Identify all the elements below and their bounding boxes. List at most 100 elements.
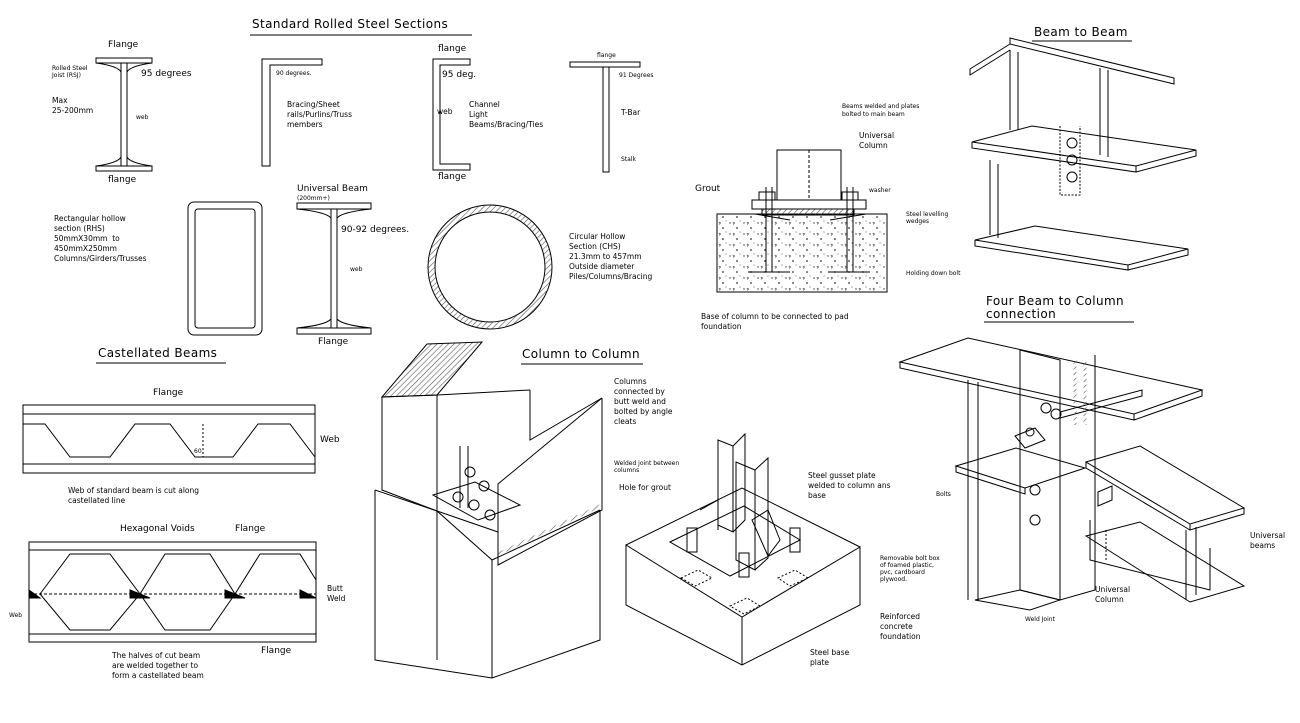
angle-use-2: rails/Purlins/Truss xyxy=(287,110,352,119)
ctc-n1: Columns xyxy=(614,377,647,386)
rhs-l4: 450mmX250mm xyxy=(54,244,117,253)
channel-web: web xyxy=(437,107,453,116)
angle-section xyxy=(262,59,322,166)
chs-l2: Section (CHS) xyxy=(569,242,621,251)
castellated-top-drawing xyxy=(23,405,315,473)
channel-section xyxy=(433,59,470,170)
gb-rc-3: foundation xyxy=(880,632,921,641)
heading-column-to-column: Column to Column xyxy=(522,347,640,361)
cast-top-flange: Flange xyxy=(153,388,184,398)
cast-bot-voids: Hexagonal Voids xyxy=(120,524,195,534)
channel-flange-top: flange xyxy=(438,44,467,54)
ub-name-2: (200mm+) xyxy=(297,195,330,202)
gb-hole: Hole for grout xyxy=(619,483,671,492)
gb-rc-1: Reinforced xyxy=(880,612,920,621)
ub-angle: 90-92 degrees. xyxy=(341,225,410,235)
heading-four-beam-2: connection xyxy=(986,307,1057,321)
chs-l1: Circular Hollow xyxy=(569,232,626,241)
cast-bot-cap-1: The halves of cut beam xyxy=(112,651,201,660)
universal-beam-section xyxy=(297,203,371,334)
rhs-l5: Columns/Girders/Trusses xyxy=(54,254,147,263)
gb-welded-1: Welded joint between xyxy=(614,460,680,467)
channel-angle: 95 deg. xyxy=(442,70,477,80)
gb-rc-2: concrete xyxy=(880,622,913,631)
tbar-section xyxy=(570,62,640,172)
rsj-flange-bottom: flange xyxy=(108,175,137,185)
bp-cap-2: foundation xyxy=(701,322,742,331)
fb-ub-2: beams xyxy=(1250,541,1276,550)
channel-flange-bottom: flange xyxy=(438,172,467,182)
cast-bot-butt-2: Weld xyxy=(327,594,346,603)
gb-gusset-1: Steel gusset plate xyxy=(808,471,876,480)
heading-four-beam: Four Beam to Column xyxy=(986,294,1125,308)
ub-flange: Flange xyxy=(318,337,349,347)
fb-bolts: Bolts xyxy=(936,491,951,498)
heading-beam-to-beam: Beam to Beam xyxy=(1034,25,1128,39)
rhs-l2: section (RHS) xyxy=(54,224,105,233)
tbar-flange: flange xyxy=(597,52,616,59)
gb-box-3: pvc, cardboard xyxy=(880,569,925,576)
tbar-stalk: Stalk xyxy=(621,156,636,163)
cast-bot-cap-2: are welded together to xyxy=(112,661,199,670)
column-to-column-drawing xyxy=(375,342,602,678)
fb-ub-1: Universal xyxy=(1250,531,1286,540)
rhs-l3: 50mmX30mm to xyxy=(54,234,120,243)
ctc-n4: bolted by angle xyxy=(614,407,673,416)
rsj-flange-top: Flange xyxy=(108,40,139,50)
gusset-base-drawing xyxy=(626,434,860,665)
angle-degrees: 90 degrees. xyxy=(276,70,312,77)
heading-underlines xyxy=(96,35,1134,364)
ctc-n3: butt weld and xyxy=(614,397,666,406)
rhs-section xyxy=(188,202,262,335)
chs-l5: Piles/Columns/Bracing xyxy=(569,272,653,281)
gb-plate-1: Steel base xyxy=(810,648,850,657)
ub-web: web xyxy=(350,266,363,273)
cast-top-cap-2: castellated line xyxy=(68,496,126,505)
rsj-angle: 95 degrees xyxy=(141,69,192,79)
bp-washer: washer xyxy=(869,187,891,194)
gb-gusset-3: base xyxy=(808,491,826,500)
gb-box-2: of foamed plastic, xyxy=(880,562,934,569)
fb-uc-1: Universal xyxy=(1095,585,1131,594)
bp-uc-2: Column xyxy=(859,141,888,150)
base-plate-detail xyxy=(717,150,887,292)
btb-note-2: bolted to main beam xyxy=(842,111,905,118)
bp-uc-1: Universal xyxy=(859,131,895,140)
cast-top-web: Web xyxy=(320,435,340,445)
rhs-l1: Rectangular hollow xyxy=(54,214,126,223)
ub-name-1: Universal Beam xyxy=(297,184,368,194)
tbar-angle: 91 Degrees xyxy=(619,72,654,79)
angle-use-1: Bracing/Sheet xyxy=(287,100,340,109)
heading-castellated: Castellated Beams xyxy=(98,346,218,360)
angle-use-3: members xyxy=(287,120,323,129)
bp-bolt: Holding down bolt xyxy=(906,270,961,277)
cast-bot-web: Web xyxy=(9,612,23,619)
gb-plate-2: plate xyxy=(810,658,829,667)
castellated-bottom-drawing xyxy=(29,542,316,642)
ctc-n2: connected by xyxy=(614,387,665,396)
tbar-name: T-Bar xyxy=(621,108,641,117)
four-beam-drawing xyxy=(900,338,1244,610)
beam-to-beam-drawing xyxy=(970,38,1196,270)
chs-section xyxy=(428,205,552,329)
cast-bot-flange-bottom: Flange xyxy=(261,646,292,656)
gb-box-4: plywood. xyxy=(880,576,907,583)
bp-cap-1: Base of column to be connected to pad xyxy=(701,312,849,321)
bp-wedges-2: wedges xyxy=(906,218,930,225)
cast-bot-butt-1: Butt xyxy=(327,584,343,593)
rsj-name-1: Rolled Steel xyxy=(52,65,88,72)
gb-welded-2: columns xyxy=(614,467,640,474)
cast-top-cap-1: Web of standard beam is cut along xyxy=(68,486,200,495)
ctc-n5: cleats xyxy=(614,417,637,426)
rsj-max-1: Max xyxy=(52,96,68,105)
fb-weld: Weld Joint xyxy=(1025,616,1055,623)
fb-uc-2: Column xyxy=(1095,595,1124,604)
heading-standard-sections: Standard Rolled Steel Sections xyxy=(252,17,449,31)
rsj-web: web xyxy=(136,114,149,121)
bp-wedges-1: Steel levelling xyxy=(906,211,949,218)
channel-name-3: Beams/Bracing/Ties xyxy=(469,120,544,129)
rsj-section xyxy=(96,58,152,171)
gb-gusset-2: welded to column ans xyxy=(808,481,891,490)
bp-grout: Grout xyxy=(695,184,721,194)
